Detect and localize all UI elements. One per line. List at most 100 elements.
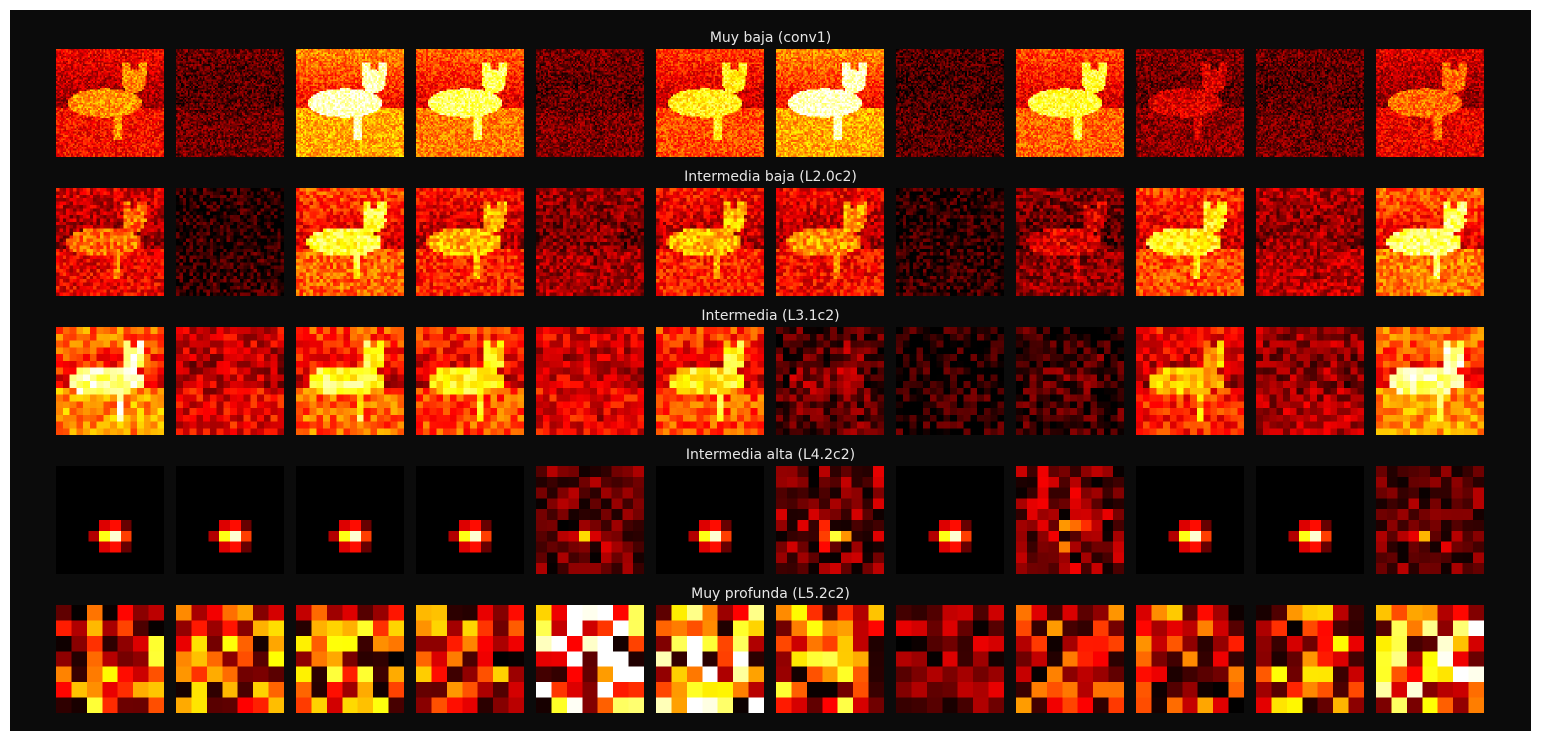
feature-map-tile xyxy=(776,466,884,574)
activation-heatmap xyxy=(416,605,524,713)
activation-heatmap xyxy=(896,605,1004,713)
feature-map-tile xyxy=(56,188,164,296)
feature-map-tile xyxy=(1136,188,1244,296)
feature-map-tile xyxy=(1376,466,1484,574)
feature-map-tile xyxy=(56,605,164,713)
activation-heatmap xyxy=(776,327,884,435)
feature-map-tile xyxy=(296,466,404,574)
feature-map-tile xyxy=(1376,188,1484,296)
activation-heatmap xyxy=(1256,605,1364,713)
feature-map-tile xyxy=(1136,49,1244,157)
feature-map-tile xyxy=(1016,49,1124,157)
activation-heatmap xyxy=(1136,327,1244,435)
activation-heatmap xyxy=(296,188,404,296)
activation-heatmap xyxy=(416,327,524,435)
activation-heatmap xyxy=(776,49,884,157)
feature-map-tile xyxy=(656,188,764,296)
activation-heatmap xyxy=(1256,49,1364,157)
activation-heatmap xyxy=(56,327,164,435)
feature-map-tile xyxy=(1376,327,1484,435)
feature-map-tile xyxy=(1376,49,1484,157)
feature-map-tile xyxy=(776,49,884,157)
feature-map-tile xyxy=(656,49,764,157)
activation-heatmap xyxy=(1136,605,1244,713)
feature-map-tile xyxy=(176,188,284,296)
feature-map-tile xyxy=(416,188,524,296)
feature-map-tile xyxy=(56,466,164,574)
feature-map-tile xyxy=(1256,49,1364,157)
activation-heatmap xyxy=(56,49,164,157)
row-title-1: Intermedia baja (L2.0c2) xyxy=(10,168,1531,186)
feature-map-tile xyxy=(176,466,284,574)
activation-heatmap xyxy=(776,605,884,713)
activation-heatmap xyxy=(56,605,164,713)
feature-map-tile xyxy=(776,605,884,713)
feature-map-tile xyxy=(416,466,524,574)
activation-heatmap xyxy=(176,49,284,157)
feature-map-tile xyxy=(1016,605,1124,713)
activation-heatmap xyxy=(296,466,404,574)
activation-heatmap xyxy=(1256,188,1364,296)
activation-heatmap xyxy=(896,466,1004,574)
feature-map-tile xyxy=(1016,188,1124,296)
feature-map-tile xyxy=(176,327,284,435)
feature-map-tile xyxy=(536,327,644,435)
activation-heatmap xyxy=(416,466,524,574)
activation-heatmap xyxy=(56,188,164,296)
feature-map-tile xyxy=(536,188,644,296)
feature-map-tile xyxy=(536,49,644,157)
feature-map-tile xyxy=(536,605,644,713)
activation-heatmap xyxy=(656,466,764,574)
activation-heatmap xyxy=(1256,327,1364,435)
feature-map-tile xyxy=(896,188,1004,296)
activation-heatmap xyxy=(896,49,1004,157)
feature-map-tile xyxy=(1136,605,1244,713)
activation-heatmap xyxy=(536,466,644,574)
row-title-0: Muy baja (conv1) xyxy=(10,29,1531,47)
feature-map-tile xyxy=(1136,466,1244,574)
activation-heatmap xyxy=(1016,188,1124,296)
row-title-3: Intermedia alta (L4.2c2) xyxy=(10,446,1531,464)
activation-heatmap xyxy=(1016,327,1124,435)
activation-heatmap xyxy=(896,188,1004,296)
activation-heatmap xyxy=(536,49,644,157)
feature-map-tile xyxy=(1256,188,1364,296)
activation-heatmap xyxy=(656,49,764,157)
activation-heatmap xyxy=(176,605,284,713)
activation-heatmap xyxy=(1136,188,1244,296)
activation-heatmap xyxy=(656,327,764,435)
activation-heatmap xyxy=(416,49,524,157)
feature-map-tile xyxy=(656,327,764,435)
activation-heatmap xyxy=(176,188,284,296)
activation-heatmap xyxy=(656,605,764,713)
activation-heatmap xyxy=(536,327,644,435)
activation-heatmap xyxy=(776,466,884,574)
feature-map-tile xyxy=(1256,327,1364,435)
feature-map-tile xyxy=(1256,466,1364,574)
activation-heatmap xyxy=(1136,49,1244,157)
feature-map-tile xyxy=(896,49,1004,157)
row-title-2: Intermedia (L3.1c2) xyxy=(10,307,1531,325)
activation-heatmap xyxy=(776,188,884,296)
activation-heatmap xyxy=(176,327,284,435)
feature-map-tile xyxy=(296,188,404,296)
feature-map-tile xyxy=(896,466,1004,574)
activation-heatmap xyxy=(176,466,284,574)
feature-map-tile xyxy=(536,466,644,574)
feature-map-tile xyxy=(896,327,1004,435)
feature-map-tile xyxy=(776,327,884,435)
activation-heatmap xyxy=(1376,605,1484,713)
feature-map-tile xyxy=(416,605,524,713)
activation-heatmap xyxy=(536,188,644,296)
activation-heatmap xyxy=(1016,605,1124,713)
activation-heatmap xyxy=(536,605,644,713)
feature-map-tile xyxy=(1016,466,1124,574)
activation-heatmap xyxy=(1016,466,1124,574)
feature-map-figure: Muy baja (conv1) Intermedia baja (L2.0c2)… xyxy=(10,10,1531,731)
feature-map-tile xyxy=(1136,327,1244,435)
feature-map-tile xyxy=(416,49,524,157)
feature-map-tile xyxy=(656,466,764,574)
feature-map-tile xyxy=(56,49,164,157)
activation-heatmap xyxy=(896,327,1004,435)
activation-heatmap xyxy=(416,188,524,296)
